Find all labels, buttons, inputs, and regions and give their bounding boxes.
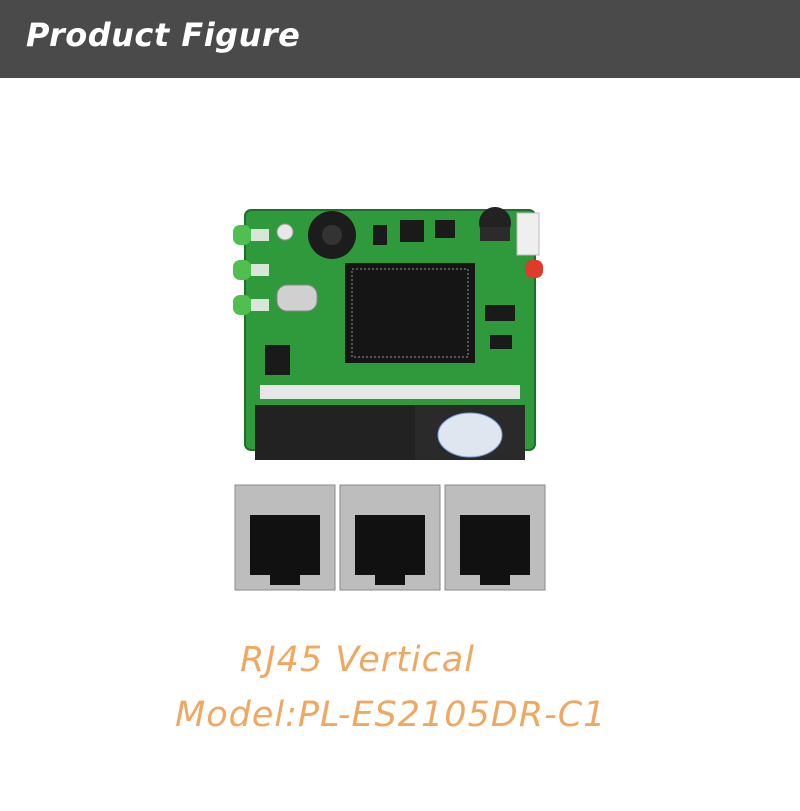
led-red <box>525 260 543 278</box>
caption-model: Model:PL-ES2105DR-C1 <box>175 695 607 735</box>
caption-rj45-vertical: RJ45 Vertical <box>240 640 475 680</box>
rj45-port-2 <box>339 484 441 591</box>
rj45-port-1 <box>234 484 336 591</box>
product-photo <box>233 207 546 591</box>
header-bar: Product Figure <box>0 0 800 78</box>
qc-sticker <box>437 412 503 458</box>
led-indicators <box>233 225 269 315</box>
crystal <box>276 284 318 312</box>
main-chip <box>345 263 475 363</box>
rj45-port-3 <box>444 484 546 591</box>
power-connector <box>516 212 540 256</box>
transformer-left <box>255 405 415 460</box>
header-title: Product Figure <box>26 16 301 54</box>
